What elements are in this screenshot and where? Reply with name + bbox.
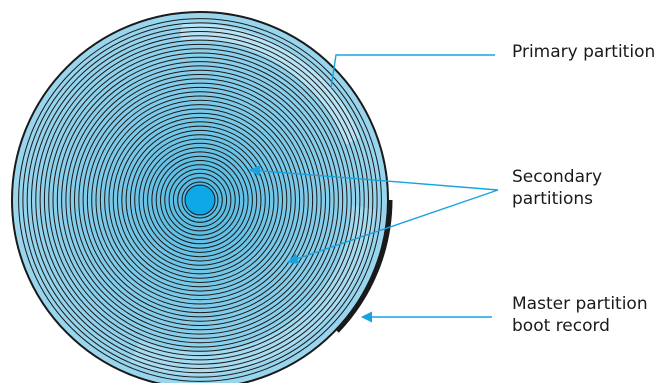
disk-track bbox=[31, 31, 369, 369]
disk-track bbox=[177, 177, 223, 223]
secondary-partitions-text-line1: Secondary bbox=[512, 167, 603, 187]
secondary-partitions-text-line2: partitions bbox=[512, 189, 594, 209]
disk-track bbox=[121, 121, 279, 279]
disk-track bbox=[26, 26, 374, 374]
disk-track bbox=[69, 69, 331, 331]
disk-track bbox=[181, 181, 219, 219]
disk-track bbox=[108, 108, 292, 292]
disk-track bbox=[164, 164, 236, 236]
disk-track bbox=[18, 18, 382, 382]
disk-track bbox=[134, 134, 266, 266]
disk-spindle bbox=[184, 184, 216, 216]
disk-track bbox=[99, 99, 301, 301]
disk-track bbox=[160, 160, 240, 240]
disk-track bbox=[86, 86, 314, 314]
disk-track bbox=[61, 61, 339, 339]
disk-track bbox=[117, 117, 283, 283]
disk-tracks bbox=[18, 18, 382, 382]
disk-track bbox=[129, 129, 271, 271]
disk-track bbox=[125, 125, 275, 275]
disk-track bbox=[147, 147, 253, 253]
secondary-partition-pointer-2 bbox=[286, 189, 499, 265]
disk-track bbox=[39, 39, 361, 361]
disk-track bbox=[65, 65, 335, 335]
disk-track bbox=[104, 104, 296, 296]
primary-partition-text: Primary partition bbox=[512, 42, 656, 62]
disk-track bbox=[35, 35, 365, 365]
secondary-partitions-label: Secondary partitions bbox=[512, 166, 602, 210]
disk-track bbox=[43, 43, 357, 357]
disk-track bbox=[142, 142, 258, 258]
disk-track bbox=[78, 78, 322, 322]
disk-track bbox=[22, 22, 378, 378]
master-boot-record-text-line2: boot record bbox=[512, 316, 610, 336]
disk-track bbox=[48, 48, 352, 352]
disk-track bbox=[74, 74, 326, 326]
master-boot-record-mark bbox=[335, 199, 393, 333]
disk-track bbox=[91, 91, 309, 309]
disk-track bbox=[112, 112, 288, 288]
master-boot-record-text-line1: Master partition bbox=[512, 294, 648, 314]
disk-track bbox=[82, 82, 318, 318]
primary-partition-label: Primary partition bbox=[512, 41, 655, 63]
disk-track bbox=[52, 52, 348, 348]
disk-track bbox=[155, 155, 245, 245]
disk-track bbox=[168, 168, 232, 232]
disk-track bbox=[151, 151, 249, 249]
master-boot-record-label: Master partition boot record bbox=[512, 293, 648, 337]
primary-partition-pointer bbox=[330, 54, 495, 89]
disk-track bbox=[95, 95, 305, 305]
disk-track bbox=[138, 138, 262, 262]
disk-track bbox=[56, 56, 344, 344]
secondary-partition-pointer-1 bbox=[248, 165, 499, 191]
disk-track bbox=[172, 172, 228, 228]
